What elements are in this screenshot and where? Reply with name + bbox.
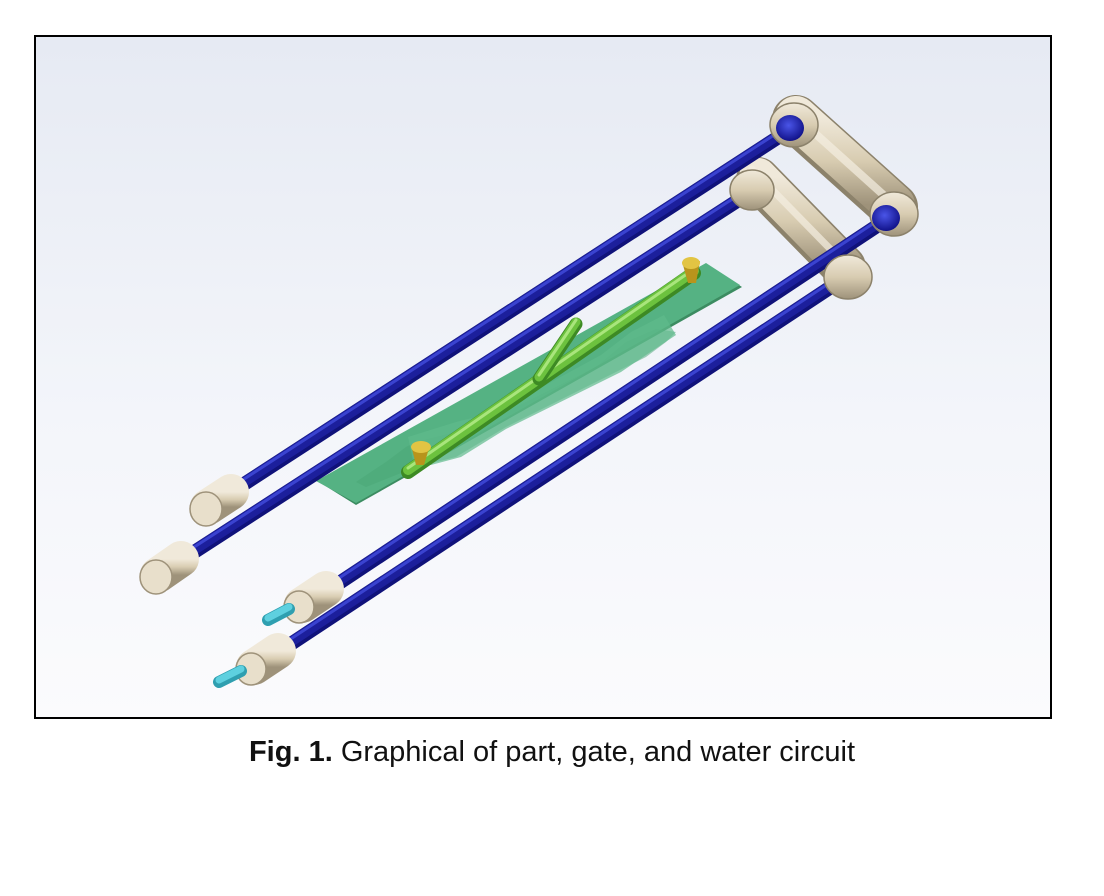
figure-label: Fig. 1. bbox=[248, 736, 333, 768]
inlet-fitting-1 bbox=[262, 571, 344, 626]
cooling-pipe-3 bbox=[311, 213, 893, 604]
cooling-pipe-4 bbox=[261, 280, 838, 666]
mold-3d-render bbox=[139, 95, 919, 688]
elbow-cap-2 bbox=[729, 169, 775, 211]
cooling-pipe-2 bbox=[164, 185, 758, 574]
figure-caption: Fig. 1. Graphical of part, gate, and wat… bbox=[0, 736, 1104, 769]
cooling-pipe-1 bbox=[214, 120, 801, 506]
elbow-cap-3 bbox=[869, 191, 919, 237]
figure-image bbox=[34, 35, 1052, 719]
elbow-cap-4 bbox=[823, 254, 873, 300]
figure-caption-text: Graphical of part, gate, and water circu… bbox=[340, 736, 856, 768]
gate-runner bbox=[401, 266, 701, 479]
end-plug-2 bbox=[139, 541, 199, 595]
elbow-cap-1 bbox=[769, 102, 819, 148]
inlet-fitting-2 bbox=[213, 633, 296, 688]
gate-sprue-lower bbox=[411, 441, 431, 465]
end-plug-1 bbox=[189, 474, 249, 527]
gate-sprue-upper bbox=[682, 257, 700, 283]
